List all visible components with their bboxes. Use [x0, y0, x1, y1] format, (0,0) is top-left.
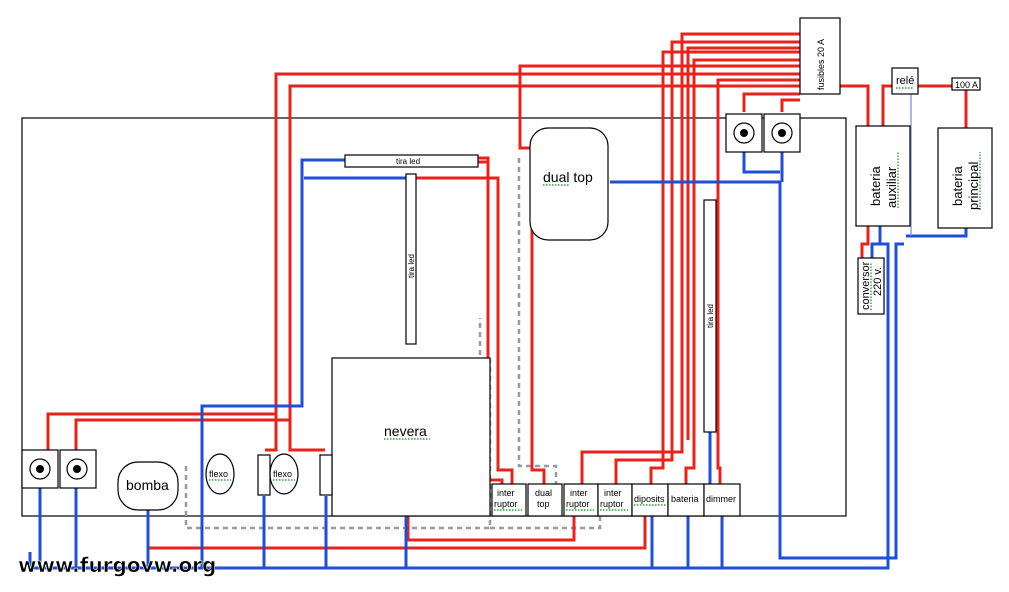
reading-lamp-1: flexo — [205, 453, 271, 496]
watermark: www.furgovw.org — [18, 553, 216, 577]
switch-panel: inter ruptor dual top inter ruptor inter… — [491, 483, 741, 517]
inverter-220v: conversor 220 v. — [857, 257, 885, 315]
led-strip-top: tira led — [344, 154, 479, 168]
led-strip-top-label: tira led — [396, 157, 420, 166]
main-battery-label-2: principal — [966, 161, 981, 210]
switch-3-label-1: inter — [570, 488, 588, 498]
relay-label: relé — [896, 75, 914, 87]
switch-1-label-1: inter — [497, 488, 515, 498]
switch-2-label-2: top — [537, 499, 550, 509]
main-battery: bateria principal — [937, 127, 993, 229]
main-fuse-100a: 100 A — [951, 77, 981, 91]
dual-top-label: dual top — [543, 169, 593, 185]
switch-3-label-2: ruptor — [566, 499, 590, 509]
tank-gauge-label: diposits — [634, 494, 665, 504]
led-strip-right-label: tira led — [706, 304, 715, 328]
dual-top-heater: dual top — [529, 127, 609, 241]
main-fuse-label: 100 A — [955, 80, 978, 90]
led-strip-right: tira led — [703, 199, 717, 433]
reading-lamp-2-label: flexo — [273, 469, 292, 479]
inverter-label-1: conversor — [860, 261, 872, 310]
fuse-box-label: fusibles 20 A — [816, 39, 826, 90]
battery-gauge-label: bateria — [671, 494, 699, 504]
reading-lamp-1-label: flexo — [209, 469, 228, 479]
reading-lamp-2: flexo — [269, 453, 333, 496]
fridge-label: nevera — [384, 423, 427, 439]
switch-2-label-1: dual — [535, 488, 552, 498]
negative-wires — [28, 150, 968, 570]
auxiliary-battery-label-2: auxiliar — [884, 166, 899, 208]
speaker-pair-right — [725, 113, 801, 153]
main-battery-label-1: bateria — [950, 165, 965, 206]
inverter-label-2: 220 v. — [872, 267, 884, 296]
water-pump: bomba — [117, 461, 179, 511]
fridge: nevera — [331, 357, 491, 517]
led-strip-vertical-label: tira led — [407, 254, 416, 278]
fuse-box: fusibles 20 A — [799, 17, 841, 95]
relay: relé — [891, 67, 919, 95]
water-pump-label: bomba — [126, 477, 169, 493]
speaker-pair-left — [21, 449, 97, 489]
switch-1-label-2: ruptor — [494, 499, 518, 509]
switch-4-label-2: ruptor — [600, 499, 624, 509]
led-strip-vertical: tira led — [405, 173, 417, 345]
auxiliary-battery: bateria auxiliar — [855, 125, 911, 227]
auxiliary-battery-label-1: bateria — [868, 165, 883, 206]
switch-4-label-1: inter — [604, 488, 622, 498]
dimmer-label: dimmer — [706, 494, 736, 504]
